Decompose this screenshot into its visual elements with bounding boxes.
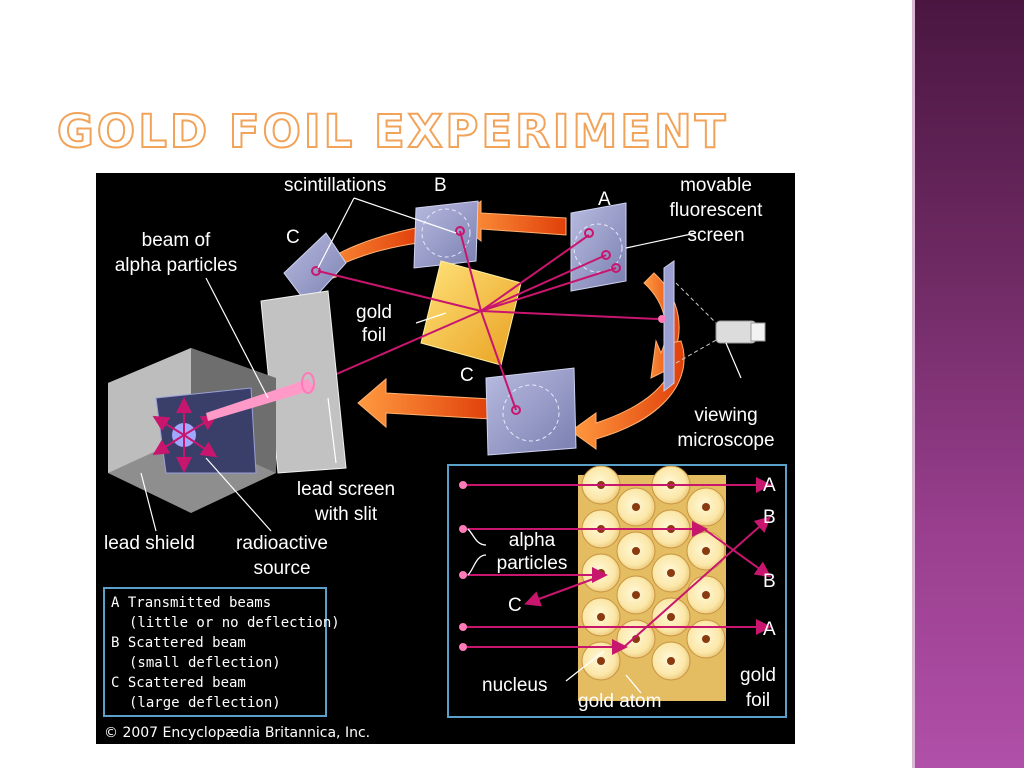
key-line-3: B Scattered beam [111, 635, 246, 651]
nucleus [702, 635, 710, 643]
inset-label-particles: particles [497, 553, 568, 574]
label-movable: movable [680, 175, 752, 196]
nucleus [632, 591, 640, 599]
inset-label-alpha: alpha [509, 530, 556, 551]
label-with-slit: with slit [314, 504, 378, 525]
key-line-1: A Transmitted beams [111, 595, 271, 611]
key-line-5: C Scattered beam [111, 675, 246, 691]
label-scintillations: scintillations [284, 175, 386, 196]
key-box: A Transmitted beams (little or no deflec… [103, 587, 340, 717]
arrow-bottom [357, 377, 492, 429]
viewing-microscope [675, 282, 766, 364]
sidebar-edge [912, 0, 915, 768]
inset-label-c: C [508, 595, 522, 616]
alpha-beam [206, 379, 316, 421]
leader-lines [140, 197, 742, 532]
screen-a-top [570, 202, 627, 292]
label-lead-shield: lead shield [104, 533, 195, 554]
diagram-svg: scintillations B A C C movable fluoresce… [103, 175, 787, 741]
nucleus [702, 591, 710, 599]
nucleus [597, 657, 605, 665]
nucleus [667, 569, 675, 577]
key-line-2: (little or no deflection) [129, 615, 340, 631]
label-microscope: microscope [677, 430, 774, 451]
nucleus [597, 613, 605, 621]
label-foil: foil [362, 325, 386, 346]
inset-alpha-dots [459, 481, 467, 651]
slide-title: Gold Foil Experiment [56, 104, 729, 159]
key-line-6: (large deflection) [129, 695, 281, 711]
nucleus [667, 613, 675, 621]
label-c-bottom: C [460, 365, 474, 386]
label-source: source [253, 558, 310, 579]
label-viewing: viewing [694, 405, 757, 426]
inset-label-nucleus: nucleus [482, 675, 548, 696]
sidebar-decoration [912, 0, 1024, 768]
scatter-beams [315, 230, 659, 411]
nucleus [702, 503, 710, 511]
label-radioactive: radioactive [236, 533, 328, 554]
label-gold: gold [356, 302, 392, 323]
gold-foil-diagram: scintillations B A C C movable fluoresce… [96, 173, 795, 744]
inset-atom-view: alpha particles nucleus gold atom gold f… [447, 464, 787, 718]
label-fluorescent: fluorescent [670, 200, 764, 221]
label-beam-of: beam of [142, 230, 211, 251]
nucleus [632, 547, 640, 555]
screen-c-bottom [485, 367, 577, 456]
inset-beams [464, 477, 772, 655]
inset-label-a2: A [763, 619, 776, 640]
label-c-left: C [286, 227, 300, 248]
label-lead-screen: lead screen [297, 479, 395, 500]
nucleus [632, 503, 640, 511]
movable-screen-right [658, 260, 675, 393]
inset-label-foil: foil [746, 690, 770, 711]
lead-shield-box [108, 348, 276, 513]
label-alpha-particles: alpha particles [115, 255, 238, 276]
copyright: © 2007 Encyclopædia Britannica, Inc. [104, 725, 370, 741]
inset-label-gold-atom: gold atom [578, 691, 661, 712]
nucleus [702, 547, 710, 555]
inset-label-b1: B [763, 507, 776, 528]
label-a-top: A [598, 189, 611, 210]
screen-b-top [413, 200, 479, 269]
inset-label-gold: gold [740, 665, 776, 686]
nucleus [667, 657, 675, 665]
label-screen: screen [687, 225, 744, 246]
inset-label-b2: B [763, 571, 776, 592]
key-line-4: (small deflection) [129, 655, 281, 671]
inset-label-a1: A [763, 475, 776, 496]
label-b-top: B [434, 175, 447, 196]
